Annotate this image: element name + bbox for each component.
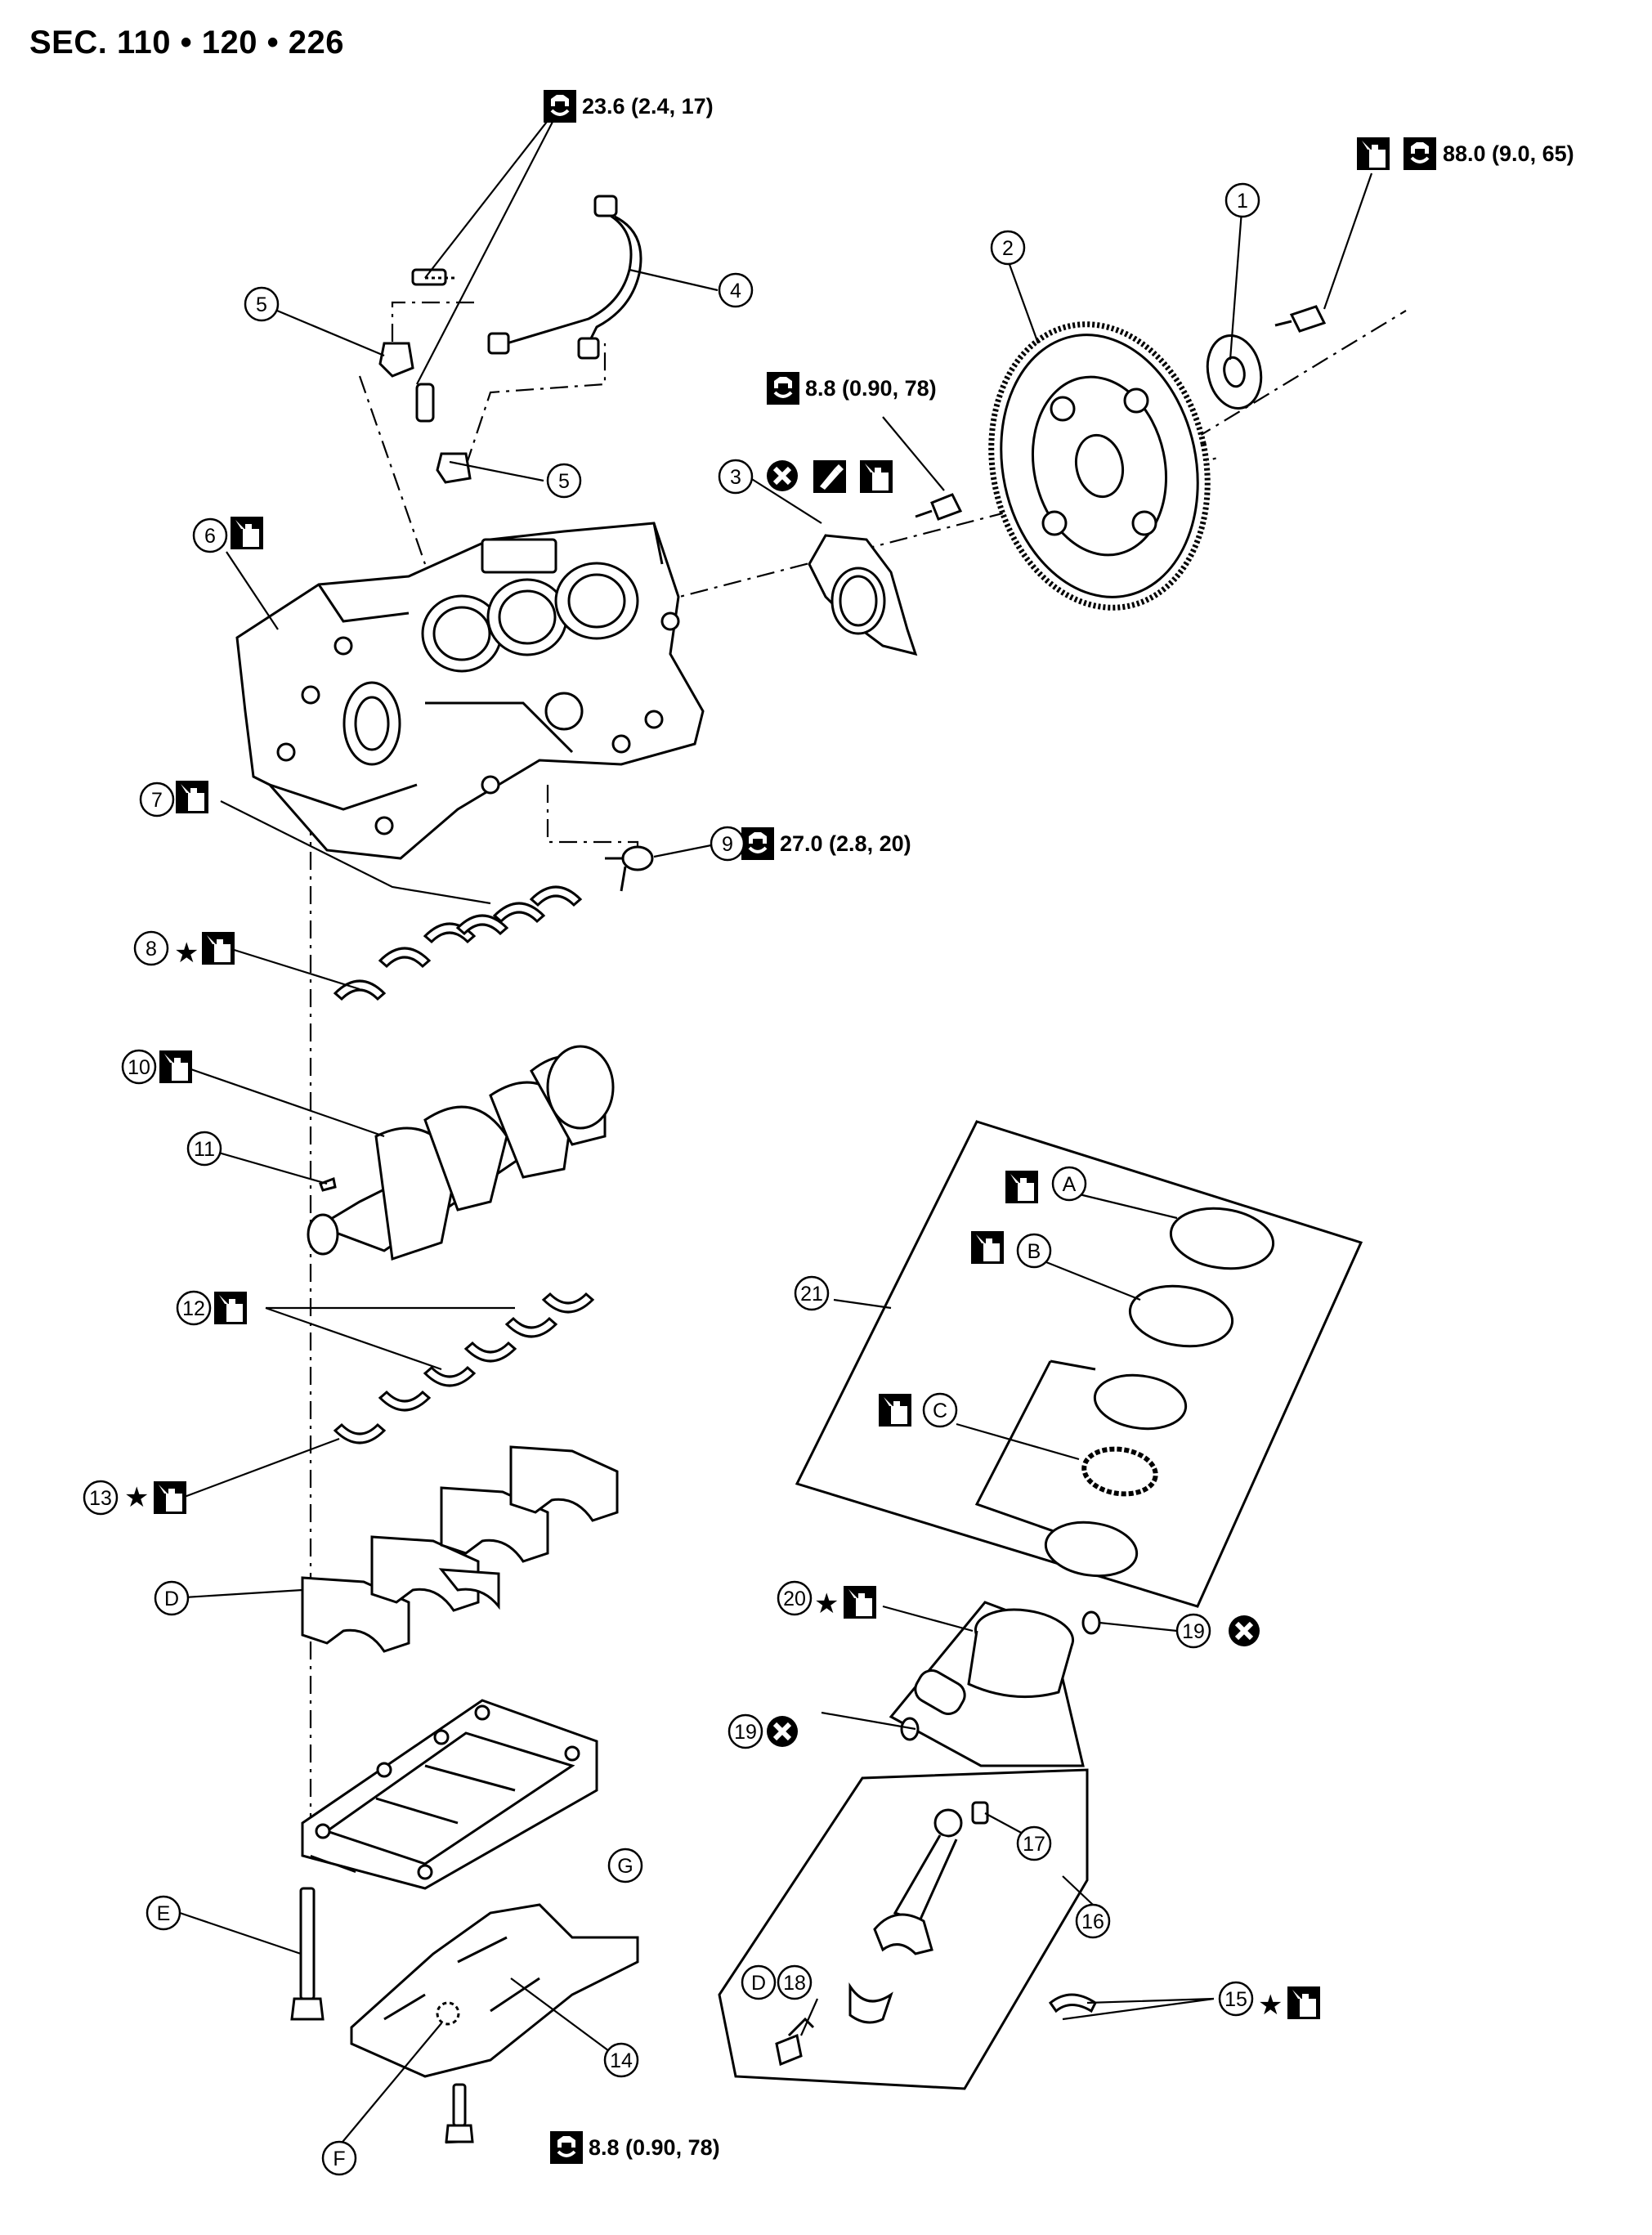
- engine-oil-icon: [1287, 1986, 1320, 2019]
- piston-rings: [1044, 1207, 1275, 1578]
- callout-6: 6: [204, 525, 216, 548]
- callout-d: D: [751, 1972, 766, 1995]
- main-bearings-upper: [333, 885, 583, 1001]
- connecting-rod-frame: [718, 1768, 1089, 2090]
- do-not-reuse-icon: [1229, 1615, 1260, 1646]
- crankshaft-key: [319, 1176, 337, 1192]
- callout-1: 1: [1237, 190, 1248, 213]
- callout-d: D: [164, 1588, 179, 1610]
- sensor-upper: [378, 268, 458, 378]
- callout-13: 13: [89, 1487, 112, 1510]
- oil-pan-baffle-bolt: [445, 2083, 474, 2143]
- callout-9: 9: [722, 833, 733, 856]
- engine-oil-icon: [159, 1050, 192, 1083]
- callout-e: E: [157, 1902, 171, 1925]
- callout-12: 12: [182, 1297, 205, 1320]
- engine-oil-icon: [860, 460, 893, 493]
- callout-19: 19: [1182, 1620, 1205, 1643]
- snap-rings: [900, 1610, 1101, 1741]
- torque-wrench-icon: [548, 2130, 584, 2166]
- torque-wrench-icon: [740, 826, 776, 862]
- callout-f: F: [333, 2148, 345, 2170]
- knock-sensor: [605, 845, 654, 892]
- torque-wrench-icon: [1402, 136, 1438, 172]
- torque-wrench-icon: [765, 370, 801, 406]
- sensor-lower: [415, 383, 472, 484]
- torque-spec-knock-sensor-bolt: 27.0 (2.8, 20): [780, 831, 911, 856]
- oil-pan-baffle: [350, 1903, 639, 2078]
- rear-plate-bolt: [915, 493, 963, 521]
- engine-oil-icon: [844, 1586, 876, 1619]
- callout-18: 18: [783, 1972, 806, 1995]
- callout-21: 21: [800, 1283, 823, 1306]
- star-symbol: ★: [814, 1588, 839, 1619]
- lower-block-bolt: [290, 1887, 325, 2021]
- torque-spec-rear-plate-bolt: 8.8 (0.90, 78): [805, 376, 937, 401]
- callout-g: G: [617, 1855, 633, 1878]
- callout-20: 20: [783, 1588, 806, 1610]
- lower-cylinder-block: [301, 1699, 598, 1890]
- cylinder-block: [235, 522, 705, 860]
- callout-11: 11: [194, 1138, 215, 1161]
- connecting-rod: [848, 1801, 989, 2024]
- sealant-icon: [813, 460, 846, 493]
- rear-oil-seal-plate: [808, 534, 918, 656]
- reinforcement-plate: [1206, 334, 1263, 410]
- callout-16: 16: [1081, 1910, 1104, 1933]
- callout-3: 3: [730, 466, 741, 489]
- engine-oil-icon: [231, 517, 263, 549]
- sensor-harness: [487, 195, 642, 360]
- connecting-rod-bearing: [1048, 1993, 1097, 2013]
- callout-19: 19: [734, 1721, 757, 1744]
- engine-oil-icon: [154, 1481, 186, 1514]
- callout-17: 17: [1023, 1833, 1045, 1856]
- piston: [914, 1608, 1075, 1715]
- callout-8: 8: [146, 938, 157, 961]
- engine-oil-icon: [1005, 1171, 1038, 1203]
- connecting-rod-bolt: [775, 2017, 815, 2067]
- engine-oil-icon: [176, 781, 208, 813]
- callout-b: B: [1027, 1240, 1041, 1263]
- engine-oil-icon: [971, 1231, 1004, 1264]
- crankshaft: [307, 1045, 615, 1261]
- star-symbol: ★: [1258, 1990, 1283, 2021]
- main-bearings-lower: [333, 1292, 595, 1444]
- engine-oil-icon: [1357, 137, 1390, 170]
- callout-4: 4: [730, 280, 741, 302]
- main-bearing-caps: [301, 1445, 619, 1653]
- drive-plate: [988, 321, 1211, 611]
- callout-15: 15: [1224, 1988, 1247, 2011]
- callout-7: 7: [151, 789, 163, 812]
- do-not-reuse-icon: [767, 1716, 798, 1747]
- star-symbol: ★: [174, 938, 199, 969]
- callout-14: 14: [610, 2049, 633, 2072]
- torque-spec-sensor-bolts: 23.6 (2.4, 17): [582, 94, 714, 119]
- section-title: SEC. 110 • 120 • 226: [29, 25, 344, 60]
- engine-oil-icon: [202, 932, 235, 965]
- callout-circles: [83, 182, 1260, 2176]
- callout-2: 2: [1002, 237, 1014, 260]
- callout-c: C: [933, 1400, 947, 1422]
- engine-oil-icon: [214, 1292, 247, 1324]
- callout-labels: 1 2 3 4 5 5 6 7 8 9 10 11 12 13 14 15 16…: [89, 190, 1248, 2170]
- callout-5: 5: [256, 293, 267, 316]
- torque-spec-drive-plate-bolts: 88.0 (9.0, 65): [1443, 141, 1574, 166]
- callout-5: 5: [558, 470, 570, 493]
- torque-wrench-icon: [542, 88, 578, 124]
- callout-10: 10: [128, 1056, 150, 1079]
- torque-spec-oil-pan-baffle-bolt: 8.8 (0.90, 78): [589, 2135, 720, 2160]
- drive-plate-bolt: [1274, 305, 1327, 333]
- leader-lines: [171, 99, 1373, 2147]
- engine-oil-icon: [879, 1394, 911, 1427]
- do-not-reuse-icon: [767, 460, 798, 491]
- star-symbol: ★: [124, 1482, 149, 1513]
- callout-a: A: [1063, 1173, 1077, 1196]
